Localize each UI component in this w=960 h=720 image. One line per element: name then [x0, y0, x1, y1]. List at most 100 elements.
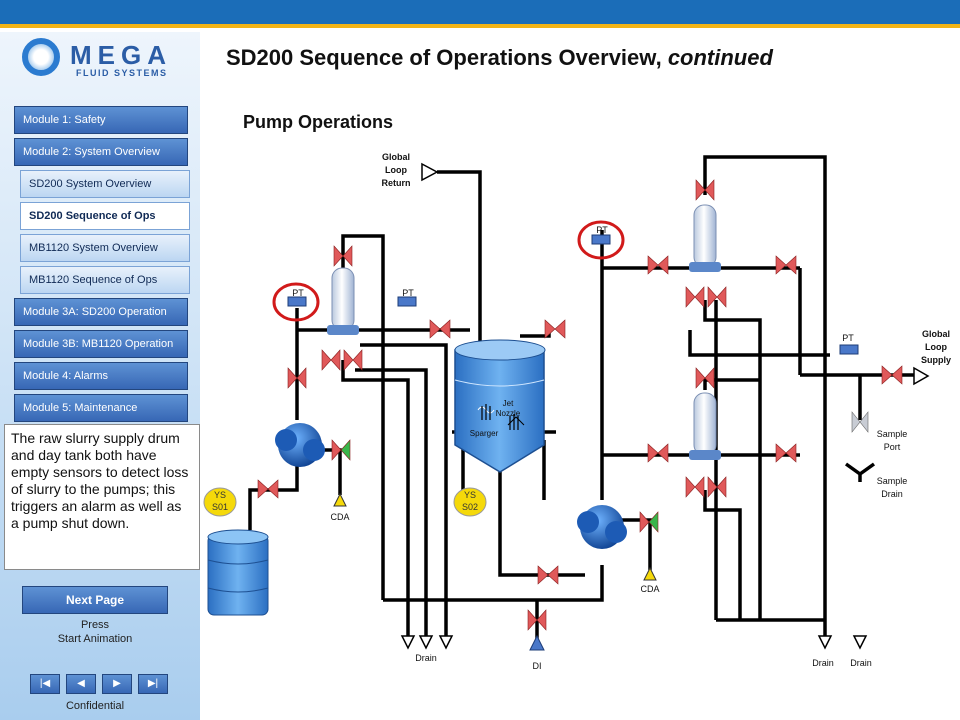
pipe-left-drop-2	[355, 368, 428, 640]
pt-icon	[287, 296, 307, 307]
valve-icon	[333, 245, 353, 267]
pump-operations-diagram: YS S01 YS S02 Global Loop Return Global …	[203, 152, 951, 671]
label-global-loop-return-3: Return	[382, 178, 411, 188]
pt-highlight-left	[272, 282, 320, 322]
info-note: The raw slurry supply drum and day tank …	[4, 424, 200, 570]
label-jet-nozzle-1: Jet	[503, 399, 514, 408]
previous-page-button[interactable]: ◀	[66, 674, 96, 694]
next-page-button[interactable]: Next Page	[22, 586, 168, 614]
press-start-animation: Press Start Animation	[22, 618, 168, 646]
sample-drain-funnel-icon	[844, 462, 876, 482]
title-main: SD200 Sequence of Operations Overview,	[226, 45, 662, 70]
label-sparger: Sparger	[470, 429, 499, 438]
pipe-top-return	[703, 155, 827, 355]
pipe-right-pump-cda	[622, 518, 652, 570]
section-title: Pump Operations	[243, 112, 394, 132]
label-pt: PT	[292, 288, 304, 298]
drain-triangle-icon	[400, 635, 416, 650]
nav-module-1-safety[interactable]: Module 1: Safety	[14, 106, 188, 134]
nav-module-2-system-overview[interactable]: Module 2: System Overview	[14, 138, 188, 166]
omega-logo: MEGA FLUID SYSTEMS	[20, 36, 180, 88]
valve-icon	[881, 365, 903, 385]
logo-subtitle: FLUID SYSTEMS	[76, 68, 168, 78]
filter-left	[331, 267, 355, 331]
valve-icon	[429, 319, 451, 339]
label-sample-port-1: Sample	[877, 429, 908, 439]
valve-icon	[287, 367, 307, 389]
drain-triangle-icon	[817, 635, 833, 650]
press-label: Press	[80, 619, 110, 631]
pt-highlight-right	[577, 220, 625, 260]
label-drain: Drain	[415, 653, 437, 663]
label-drain: Drain	[812, 658, 834, 668]
nav-module-3b[interactable]: Module 3B: MB1120 Operation	[14, 330, 188, 358]
valves	[257, 179, 903, 631]
label-cda: CDA	[640, 584, 659, 594]
filter-right-lower	[693, 392, 717, 456]
cda-triangle-icon	[333, 492, 347, 507]
pressure-transmitters	[287, 234, 859, 355]
nav-sd200-sequence-of-ops[interactable]: SD200 Sequence of Ops	[20, 202, 190, 230]
valve-icon	[775, 443, 797, 463]
valve-icon	[695, 367, 715, 389]
label-global-loop-supply-2: Loop	[925, 342, 947, 352]
valve-icon	[544, 319, 566, 339]
drain-triangle-icon	[852, 635, 868, 650]
ys-s02-line2: S02	[462, 502, 478, 512]
pipe-left-drop-1	[341, 360, 410, 640]
valve-icon	[775, 255, 797, 275]
valve-icon	[527, 609, 547, 631]
ys-s02-line1: YS	[464, 490, 476, 500]
valve-icon	[707, 476, 727, 498]
raw-slurry-drum	[207, 529, 269, 616]
next-arrow-button[interactable]: ▶	[102, 674, 132, 694]
nav-module-5-maintenance[interactable]: Module 5: Maintenance	[14, 394, 188, 422]
nav-sd200-system-overview[interactable]: SD200 System Overview	[20, 170, 190, 198]
valve-icon	[639, 511, 650, 533]
label-jet-nozzle-2: Nozzle	[496, 409, 521, 418]
valve-icon	[343, 349, 363, 371]
label-sample-drain-2: Drain	[881, 489, 903, 499]
pt-icon	[397, 296, 417, 307]
valve-icon	[695, 179, 715, 201]
pipe-mid-line	[688, 330, 830, 357]
di-triangle-icon	[529, 634, 545, 651]
pipe-lower-filter-out	[703, 490, 742, 620]
label-global-loop-supply-3: Supply	[921, 355, 951, 365]
nav-module-3a[interactable]: Module 3A: SD200 Operation	[14, 298, 188, 326]
valve-icon	[648, 511, 659, 533]
valve-icon	[340, 439, 351, 461]
pipe-cda-left	[320, 448, 342, 495]
sample-valve-icon	[851, 411, 869, 433]
nav-module-4-alarms[interactable]: Module 4: Alarms	[14, 362, 188, 390]
filter-right-top	[693, 204, 717, 268]
last-page-button[interactable]: ▶|	[138, 674, 168, 694]
pipe-left-drop-3	[360, 343, 448, 640]
label-global-loop-return-1: Global	[382, 152, 410, 162]
ys-s01-line1: YS	[214, 490, 226, 500]
label-pt: PT	[402, 288, 414, 298]
page-title: SD200 Sequence of Operations Overview, c…	[226, 45, 773, 71]
nav-mb1120-sequence-of-ops[interactable]: MB1120 Sequence of Ops	[20, 266, 190, 294]
label-global-loop-return-2: Loop	[385, 165, 407, 175]
drain-triangle-icon	[438, 635, 454, 650]
ys-s01-sensor: YS S01	[203, 487, 237, 517]
valve-icon	[707, 286, 727, 308]
day-tank	[454, 339, 546, 473]
logo-word: MEGA	[70, 40, 172, 70]
nav-mb1120-system-overview[interactable]: MB1120 System Overview	[20, 234, 190, 262]
pipe-return	[437, 170, 482, 420]
pipe-top-filter-out	[703, 300, 762, 620]
valve-icon	[257, 479, 279, 499]
label-cda: CDA	[330, 512, 349, 522]
pt-icon	[591, 234, 611, 245]
pipe-lower-top	[703, 378, 760, 390]
valve-icon	[331, 439, 342, 461]
global-loop-return-arrow-icon	[421, 162, 439, 182]
label-sample-port-2: Port	[884, 442, 901, 452]
playback-controls: |◀ ◀ ▶ ▶|	[30, 674, 170, 696]
start-animation-label: Start Animation	[57, 633, 133, 645]
jet-nozzle-icon	[509, 414, 519, 430]
label-drain: Drain	[850, 658, 872, 668]
first-page-button[interactable]: |◀	[30, 674, 60, 694]
